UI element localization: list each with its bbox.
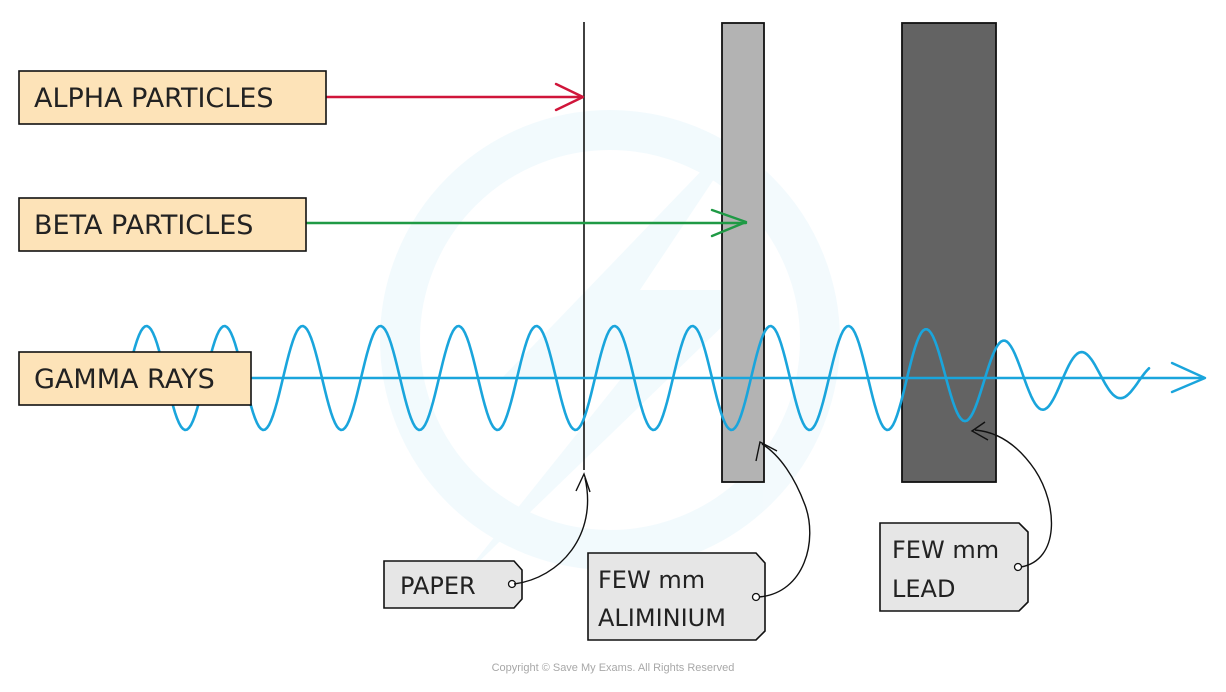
gamma-arrow [249, 361, 1207, 394]
beta-label: BETA PARTICLES [18, 197, 307, 252]
beta-label-text: BETA PARTICLES [34, 210, 253, 241]
lead-pointer-head [970, 421, 989, 441]
lead-slab [901, 22, 997, 483]
aluminium-pointer [758, 443, 811, 598]
gamma-wave [125, 324, 1151, 432]
beta-arrow [304, 208, 748, 238]
gamma-label-text: GAMMA RAYS [34, 364, 215, 395]
lead-tag-line1: FEW mm [892, 536, 999, 564]
paper-tag: PAPER [383, 560, 523, 609]
alpha-arrow [324, 82, 585, 112]
lead-pointer [974, 429, 1053, 568]
paper-pointer [513, 477, 589, 585]
lead-tag-line2: LEAD [892, 575, 955, 603]
lead-tag: FEW mm LEAD [879, 522, 1029, 612]
paper-tag-text: PAPER [400, 572, 476, 600]
alpha-label: ALPHA PARTICLES [18, 70, 327, 125]
watermark-logo [380, 110, 840, 580]
alpha-label-text: ALPHA PARTICLES [34, 83, 274, 114]
gamma-label: GAMMA RAYS [18, 351, 252, 406]
aluminium-tag-line2: ALIMINIUM [598, 604, 726, 632]
copyright-text: Copyright © Save My Exams. All Rights Re… [492, 662, 735, 674]
aluminium-tag-line1: FEW mm [598, 566, 705, 594]
aluminium-pointer-head [755, 440, 778, 462]
aluminium-tag: FEW mm ALIMINIUM [587, 552, 766, 641]
paper-pointer-head [575, 472, 591, 493]
